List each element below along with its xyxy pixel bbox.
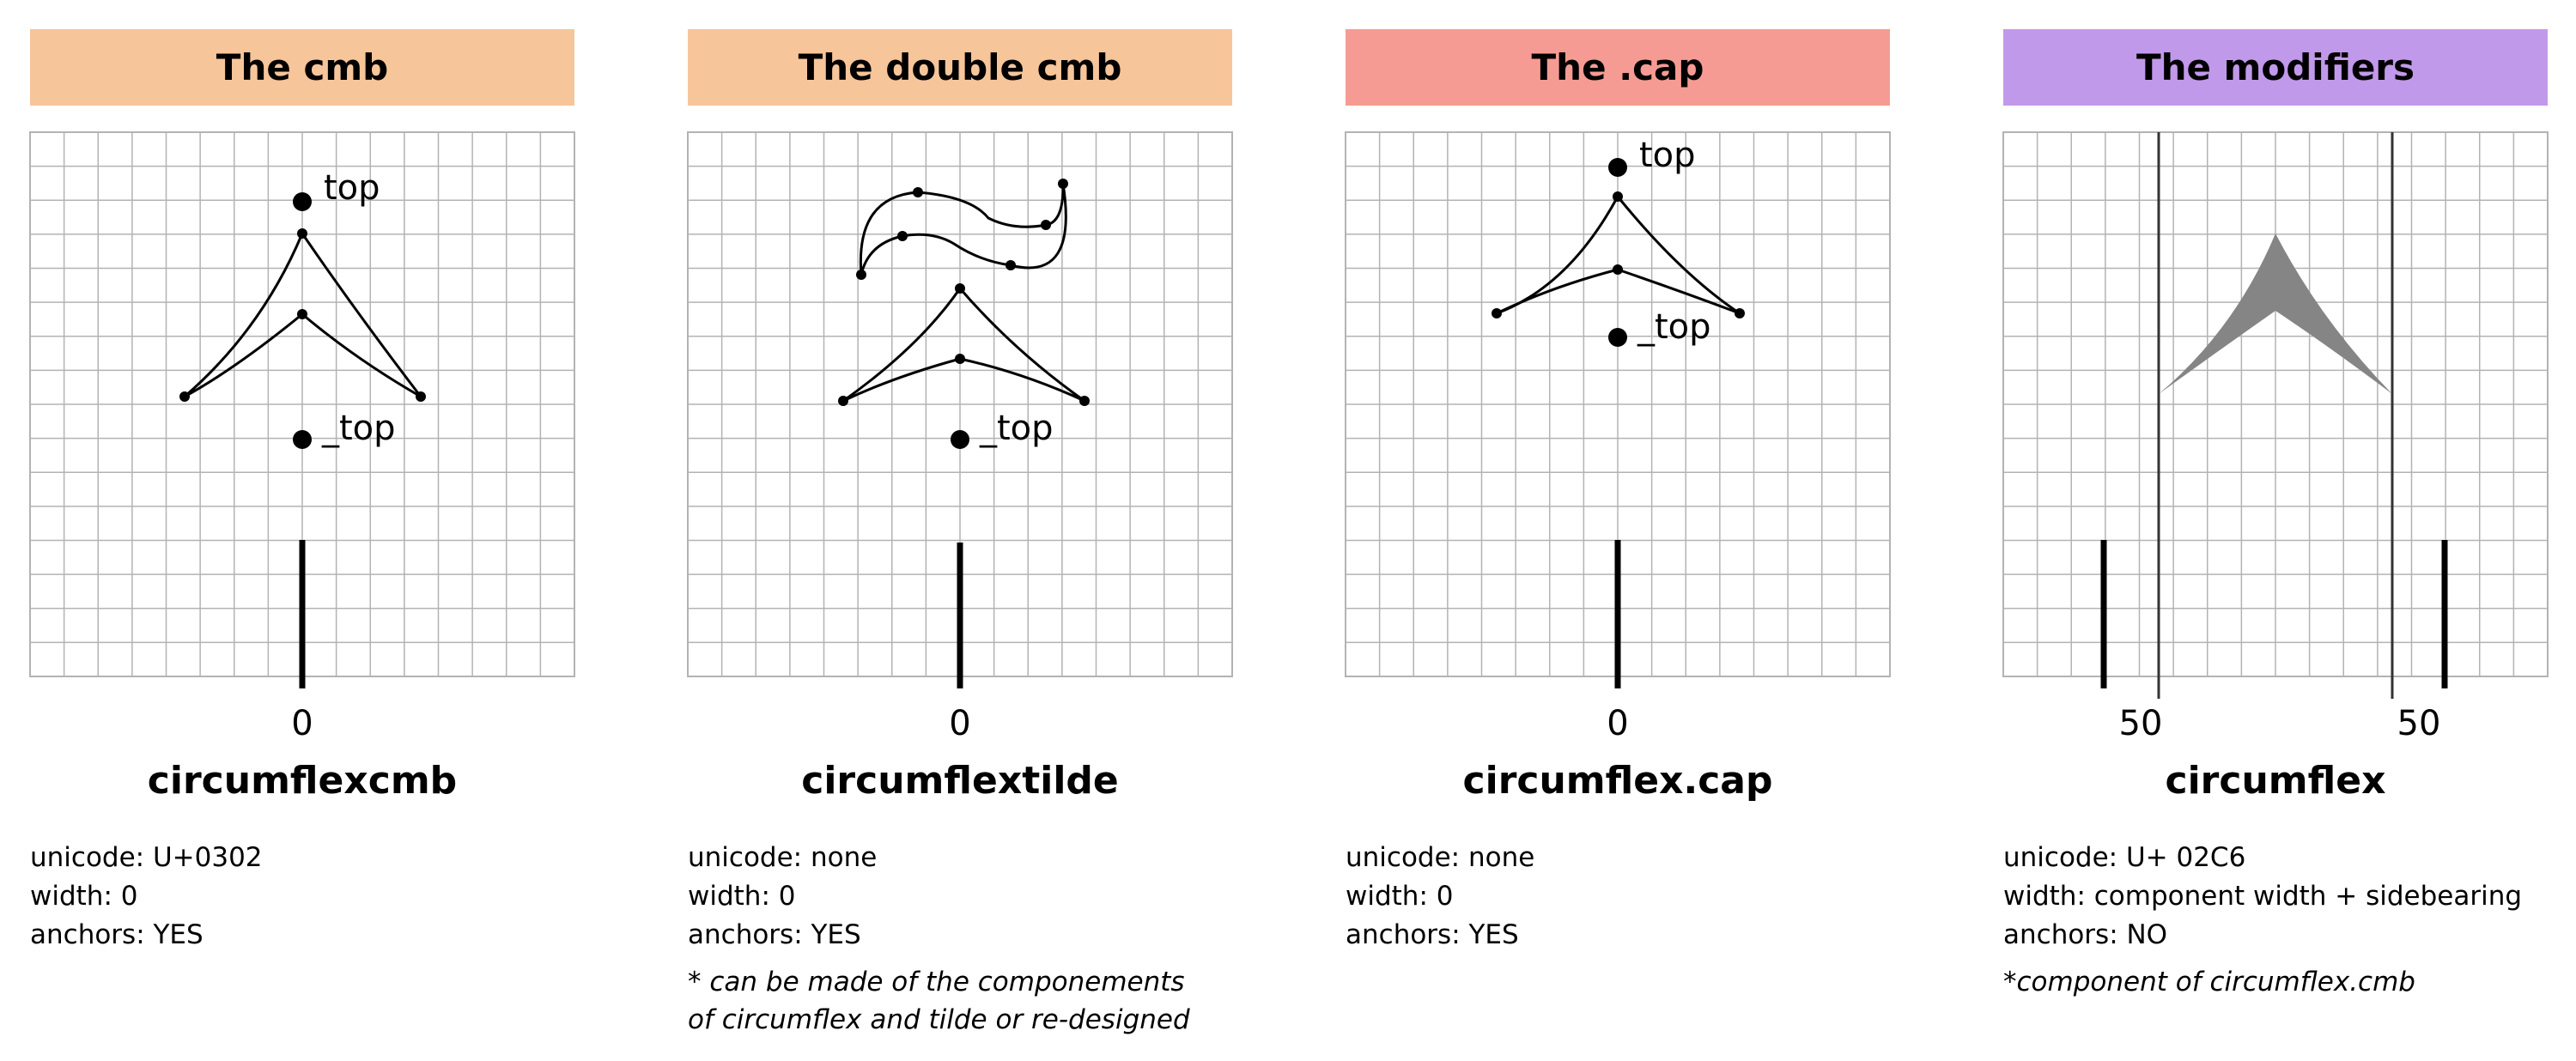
panel-header: The .cap (1346, 29, 1890, 106)
glyph-note: *component of circumflex.cmb (2003, 967, 2415, 997)
axis-label: 0 (949, 704, 970, 743)
glyph-diagram: top _top 0 (1345, 131, 1891, 743)
circumflex-outline (1496, 194, 1741, 315)
panel-cap: The .cap top _top 0 circumflex.cap unico… (1345, 0, 1891, 1061)
axis-label: 0 (291, 704, 313, 743)
circumflex-shape (2159, 233, 2392, 394)
anchor-top-label: top (324, 168, 380, 208)
glyph-name: circumflex.cap (1462, 759, 1773, 803)
anchor-under-dot (1608, 328, 1627, 347)
glyph-name: circumflexcmb (147, 759, 458, 803)
glyph-name: circumflextilde (801, 759, 1119, 803)
glyph-note: * can be made of the componements of cir… (688, 963, 1289, 1039)
glyph-info: unicode: U+ 02C6 width: component width … (2003, 839, 2576, 1001)
note-line: of circumflex and tilde or re-designed (688, 1004, 1190, 1035)
unicode-value: unicode: U+ 02C6 (2003, 842, 2246, 873)
glyph-info: unicode: none width: 0 anchors: YES (1346, 839, 1947, 955)
anchor-top-dot (293, 192, 312, 211)
anchors-value: anchors: YES (30, 919, 204, 950)
tilde-points (856, 179, 1068, 280)
right-sidebearing-label: 50 (2397, 704, 2441, 743)
unicode-value: unicode: none (1346, 842, 1535, 873)
width-value: width: 0 (30, 881, 138, 912)
panel-modifiers: The modifiers 50 50 circumflex unicode: … (2002, 0, 2549, 1061)
anchor-top-dot (1608, 158, 1627, 177)
circumflex-outline (184, 230, 422, 398)
glyph-info: unicode: U+0302 width: 0 anchors: YES (30, 839, 631, 955)
axis-label: 0 (1607, 704, 1628, 743)
outline-points (179, 228, 426, 402)
panel-header: The modifiers (2003, 29, 2548, 106)
width-value: width: component width + sidebearing (2003, 881, 2523, 912)
panel-header: The cmb (30, 29, 574, 106)
anchor-under-label: _top (321, 409, 396, 448)
anchor-under-label: _top (979, 409, 1054, 448)
glyph-diagram: 50 50 (2002, 131, 2549, 743)
panel-header: The double cmb (688, 29, 1232, 106)
anchors-value: anchors: YES (1346, 919, 1519, 950)
unicode-value: unicode: none (688, 842, 878, 873)
left-sidebearing-label: 50 (2119, 704, 2163, 743)
anchor-under-dot (293, 430, 312, 449)
grid (2002, 131, 2549, 677)
panel-cmb: The cmb top _top 0 circumflexcmb unicode… (29, 0, 575, 1061)
circumflex-outline (842, 286, 1085, 403)
unicode-value: unicode: U+0302 (30, 842, 263, 873)
glyph-name: circumflex (2165, 759, 2386, 803)
glyph-diagram: top _top 0 (29, 131, 575, 743)
anchor-under-label: _top (1637, 307, 1711, 347)
glyph-diagram: _top 0 (687, 131, 1233, 743)
glyph-info: unicode: none width: 0 anchors: YES * ca… (688, 839, 1289, 1039)
width-value: width: 0 (1346, 881, 1454, 912)
anchors-value: anchors: YES (688, 919, 861, 950)
panel-double-cmb: The double cmb _top 0 circumflextilde un… (687, 0, 1233, 1061)
outline-points (1492, 191, 1745, 318)
note-line: * can be made of the componements (688, 967, 1185, 997)
outline-points (838, 283, 1090, 406)
anchor-under-dot (951, 430, 969, 449)
anchors-value: anchors: NO (2003, 919, 2168, 950)
width-value: width: 0 (688, 881, 796, 912)
grid (1345, 131, 1891, 677)
anchor-top-label: top (1639, 136, 1696, 175)
